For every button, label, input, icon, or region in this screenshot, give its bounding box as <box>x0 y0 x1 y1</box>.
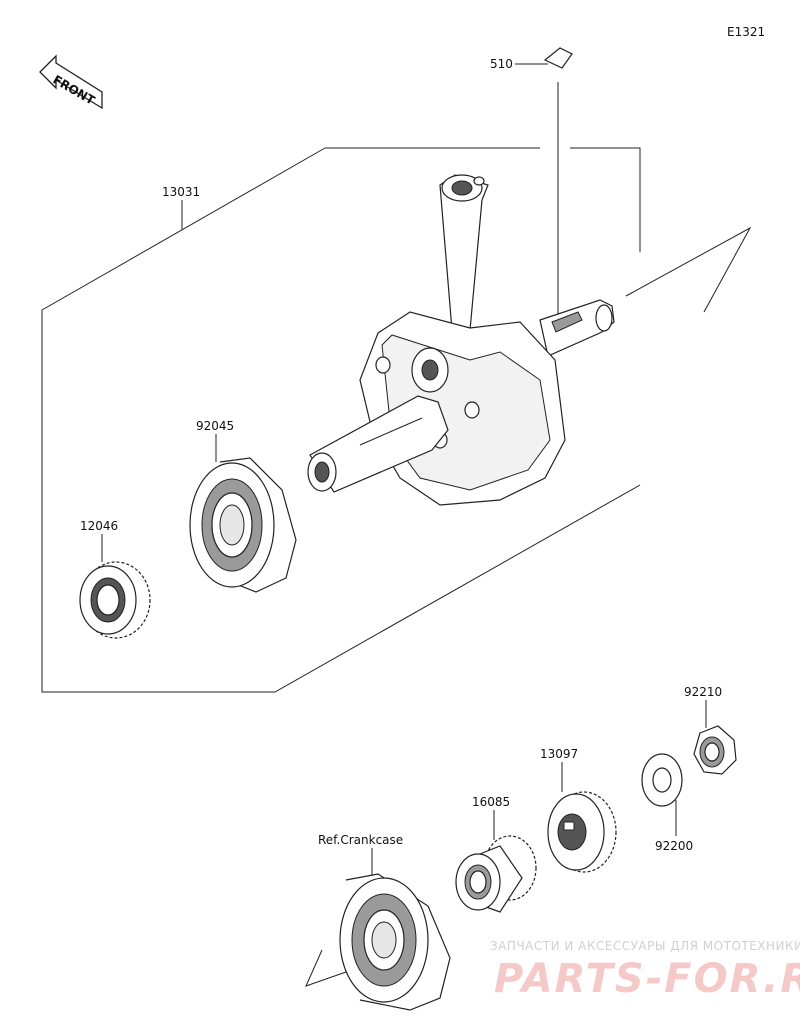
label-92045: 92045 <box>196 419 234 433</box>
front-arrow-icon: FRONT <box>39 54 103 110</box>
nut-92210-part <box>693 725 737 775</box>
label-92200: 92200 <box>655 839 693 853</box>
crankshaft-part <box>307 174 615 506</box>
watermark-tagline: ЗАПЧАСТИ И АКСЕССУАРЫ ДЛЯ МОТОТЕХНИКИ <box>490 939 800 953</box>
watermark-brand: PARTS-FOR.RU <box>494 956 800 1002</box>
label-16085: 16085 <box>472 795 510 809</box>
ball-bearing-92045-part <box>189 457 297 593</box>
sprocket-12046-part <box>79 561 151 639</box>
label-13031: 13031 <box>162 185 200 199</box>
label-12046: 12046 <box>80 519 118 533</box>
assembly-frame <box>41 147 641 693</box>
gear-16085-part <box>455 835 537 913</box>
break-line <box>625 226 752 313</box>
woodruff-key-part <box>543 47 573 69</box>
label-ref-crankcase: Ref.Crankcase <box>318 833 403 847</box>
label-510: 510 <box>490 57 513 71</box>
washer-92200-part <box>641 753 683 807</box>
diagram-code: E1321 <box>727 25 765 39</box>
ball-bearing-crankcase-part <box>339 873 451 1011</box>
label-13097: 13097 <box>540 747 578 761</box>
break-line-bottom <box>305 949 347 987</box>
gear-13097-part <box>547 791 617 873</box>
label-92210: 92210 <box>684 685 722 699</box>
